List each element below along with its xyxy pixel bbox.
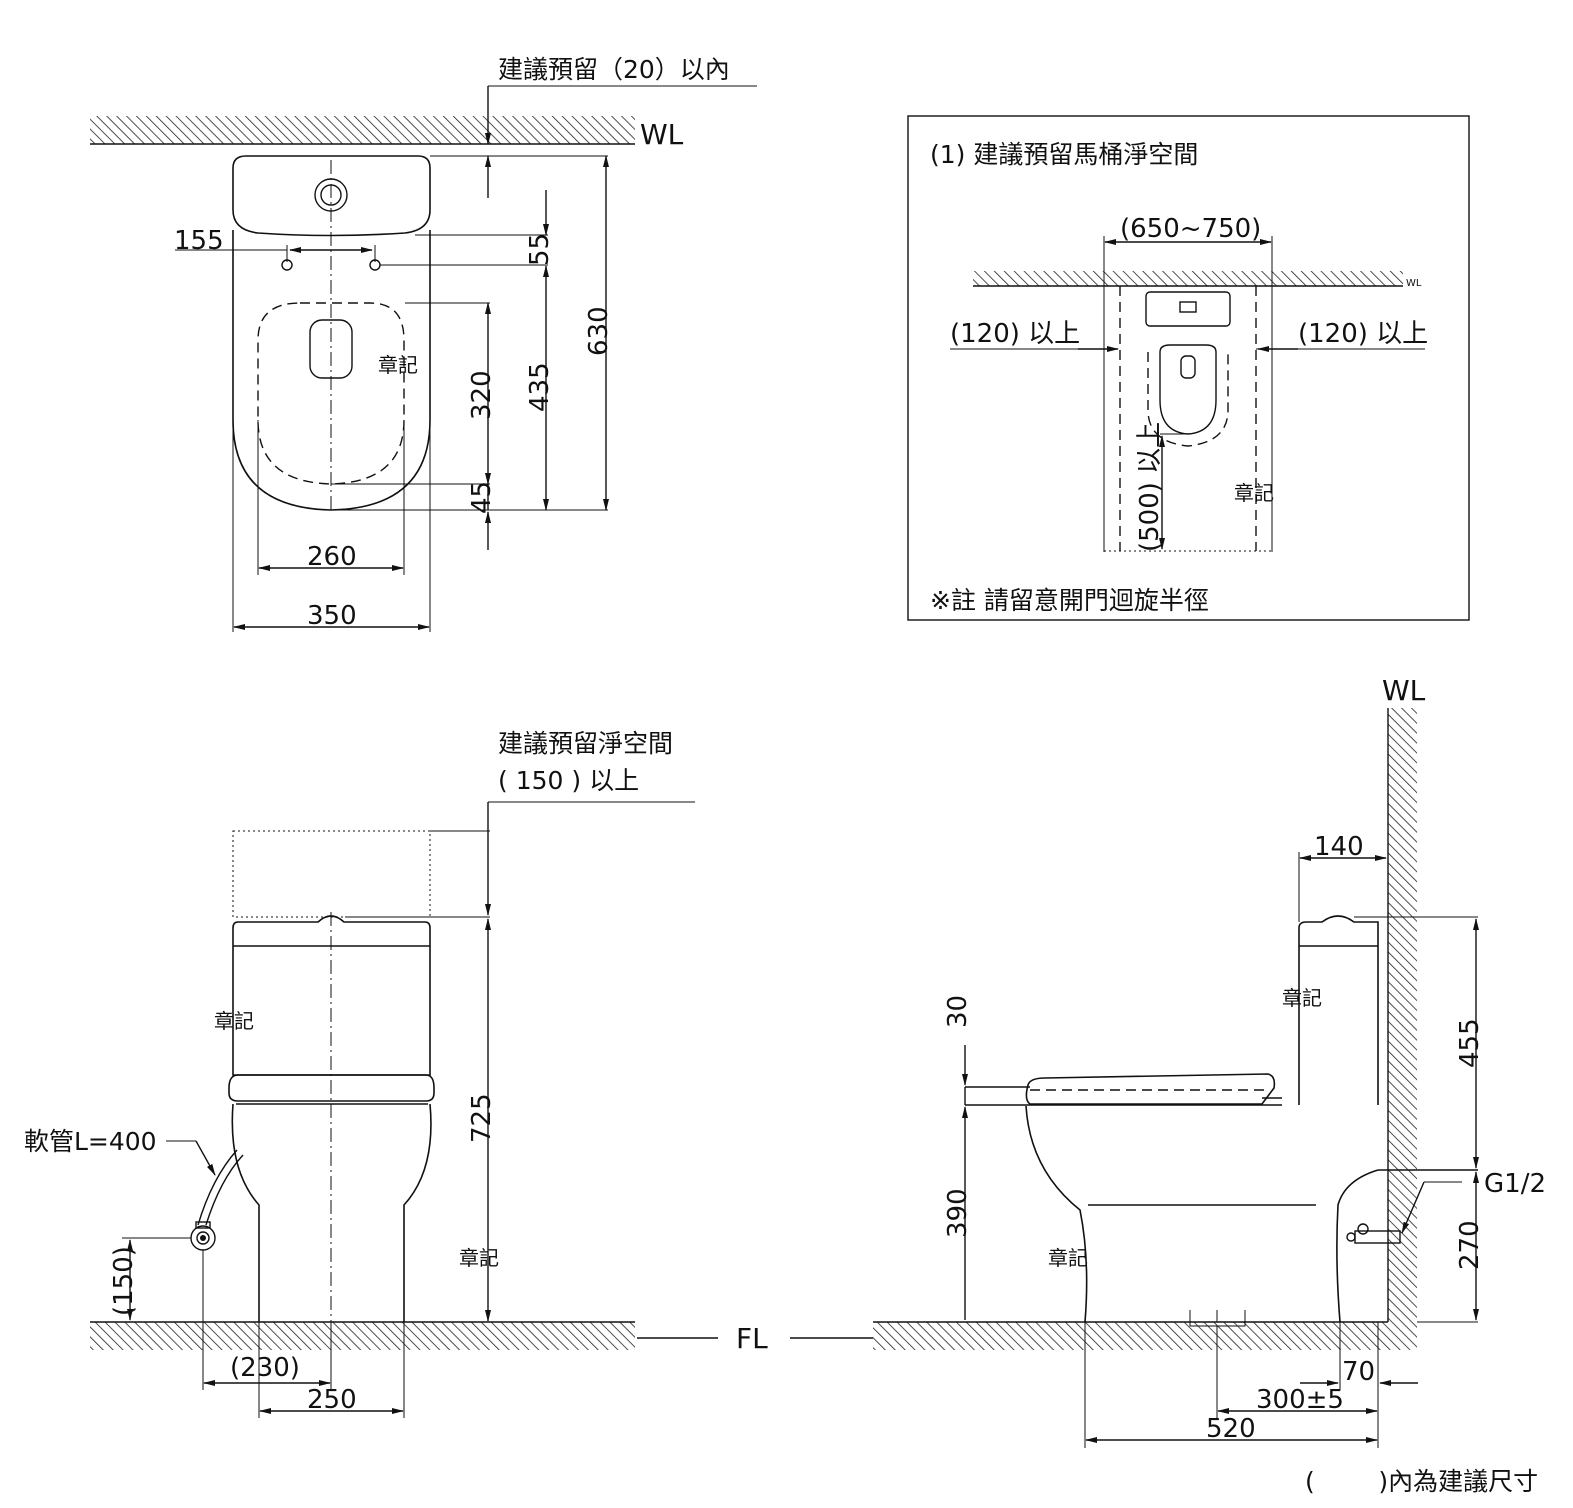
tank-front: [232, 915, 431, 1076]
front-clearance-value: ( 150 ) 以上: [498, 766, 639, 795]
box-width-range: (650~750): [1120, 214, 1261, 244]
dim-rear-offset: 70: [1342, 1357, 1375, 1387]
dim-seat-height: 390: [943, 1188, 973, 1238]
tank-side: [1298, 915, 1379, 1105]
seat-outline-top: [257, 302, 405, 485]
tank-outline-top: [232, 155, 431, 237]
box-front-clearance: (500) 以上: [1135, 422, 1165, 552]
lid-front: [228, 1074, 435, 1102]
floor-label: FL: [736, 1322, 768, 1355]
bowl-front: [231, 1103, 432, 1322]
dim-seat-width: 260: [307, 542, 357, 572]
floor-hatch-side: [873, 1322, 1417, 1350]
floor-hatch-front: [90, 1322, 635, 1350]
box-right-clearance: (120) 以上: [1298, 319, 1428, 349]
box-note: ※註 請留意開門迴旋半徑: [930, 586, 1209, 615]
front-clearance-title: 建議預留淨空間: [498, 729, 673, 758]
clearance-note: 建議預留（20）以內: [498, 55, 730, 84]
mini-bowl: [1159, 344, 1217, 435]
mini-tank: [1145, 291, 1231, 327]
hose-label: 軟管L=400: [24, 1127, 157, 1156]
side-wall-label: WL: [1382, 674, 1426, 707]
seal-label-side-bowl: 章記: [1048, 1246, 1088, 1270]
supply-hose: [205, 1154, 244, 1226]
dim-tank-height: 455: [1455, 1018, 1485, 1068]
dim-base-width: 250: [307, 1385, 357, 1415]
dim-seat-thickness: 30: [943, 995, 973, 1028]
seal-label-front-tank: 章記: [214, 1009, 254, 1033]
seal-label-side-tank: 章記: [1282, 986, 1322, 1010]
footer-note: ( )內為建議尺寸: [1305, 1467, 1538, 1496]
dim-total-length: 520: [1206, 1414, 1256, 1444]
clearance-box-frame: [907, 115, 1470, 621]
dim-bolt-spacing: 155: [174, 226, 224, 256]
dim-supply-height: 270: [1455, 1220, 1485, 1270]
dim-tank-depth: 140: [1314, 832, 1364, 862]
clearance-box-title: (1) 建議預留馬桶淨空間: [930, 140, 1198, 169]
dim-total-width: 350: [307, 601, 357, 631]
seal-label-top: 章記: [378, 353, 418, 377]
clearance-box: (1) 建議預留馬桶淨空間 WL (650~750) (120) 以上 (120…: [907, 115, 1470, 621]
top-view: WL 建議預留（20）以內 155 5: [90, 55, 757, 632]
seat-side: [1025, 1073, 1276, 1105]
dim-bolt-offset: 55: [525, 233, 555, 266]
box-seal-label: 章記: [1234, 481, 1274, 505]
dim-rim-gap: 45: [467, 481, 497, 514]
front-clearance-zone: [232, 830, 431, 918]
dim-outlet-center: 320: [467, 370, 497, 420]
side-view: WL G1/2 140 455: [873, 674, 1546, 1448]
bowl-side: [1025, 1105, 1379, 1323]
dim-valve-offset: (230): [230, 1353, 300, 1383]
box-wall-label: WL: [1406, 278, 1422, 289]
wall-hatch-box: [973, 271, 1403, 286]
supply-thread: G1/2: [1484, 1169, 1546, 1199]
dim-outlet-from-wall: 435: [525, 362, 555, 412]
box-left-clearance: (120) 以上: [950, 319, 1080, 349]
wall-label: WL: [640, 118, 684, 151]
wall-hatch-top: [90, 116, 635, 144]
dim-total-height: 725: [467, 1093, 497, 1143]
dim-valve-height: (150): [109, 1246, 139, 1316]
seal-label-front-right: 章記: [459, 1246, 499, 1270]
front-view: 建議預留淨空間 ( 150 ) 以上 725 軟管L=400: [24, 729, 695, 1418]
dim-rough-in: 300±5: [1256, 1385, 1344, 1415]
wall-hatch-side: [1388, 708, 1417, 1322]
dim-total-depth: 630: [584, 306, 614, 356]
